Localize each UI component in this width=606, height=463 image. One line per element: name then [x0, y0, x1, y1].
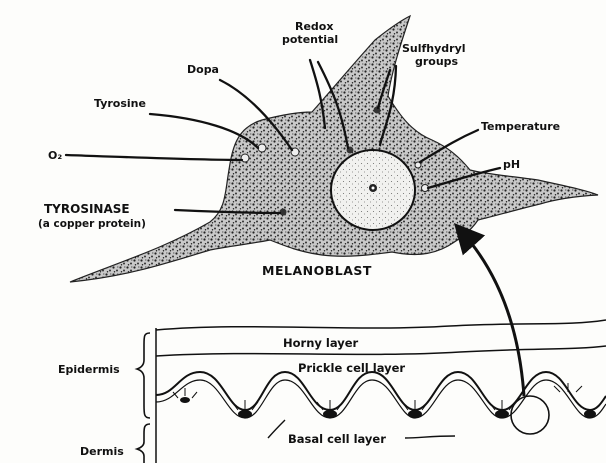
label-tyrosinase: TYROSINASE — [44, 202, 130, 216]
label-redox-potential: potential — [282, 33, 338, 46]
label-basal-layer: Basal cell layer — [288, 432, 386, 446]
magnifier-circle — [511, 396, 549, 434]
label-redox: Redox — [295, 20, 333, 33]
label-epidermis: Epidermis — [58, 363, 120, 376]
basal-melanocytes — [180, 397, 596, 418]
label-sulfhydryl: Sulfhydryl — [402, 42, 466, 55]
label-prickle-layer: Prickle cell layer — [298, 361, 405, 375]
label-melanoblast: MELANOBLAST — [262, 263, 372, 278]
dermal-epidermal-junction — [156, 372, 606, 410]
label-oxygen: O₂ — [48, 149, 62, 162]
label-ph: pH — [503, 158, 520, 171]
label-temperature: Temperature — [481, 120, 560, 133]
origin-arrow — [462, 232, 524, 396]
label-horny-layer: Horny layer — [283, 336, 359, 350]
label-groups: groups — [415, 55, 459, 68]
label-tyrosine: Tyrosine — [94, 97, 146, 110]
label-dermis: Dermis — [80, 445, 124, 458]
melanoblast-cell — [70, 16, 598, 282]
label-dopa: Dopa — [187, 63, 219, 76]
label-copper-protein: (a copper protein) — [38, 218, 146, 230]
